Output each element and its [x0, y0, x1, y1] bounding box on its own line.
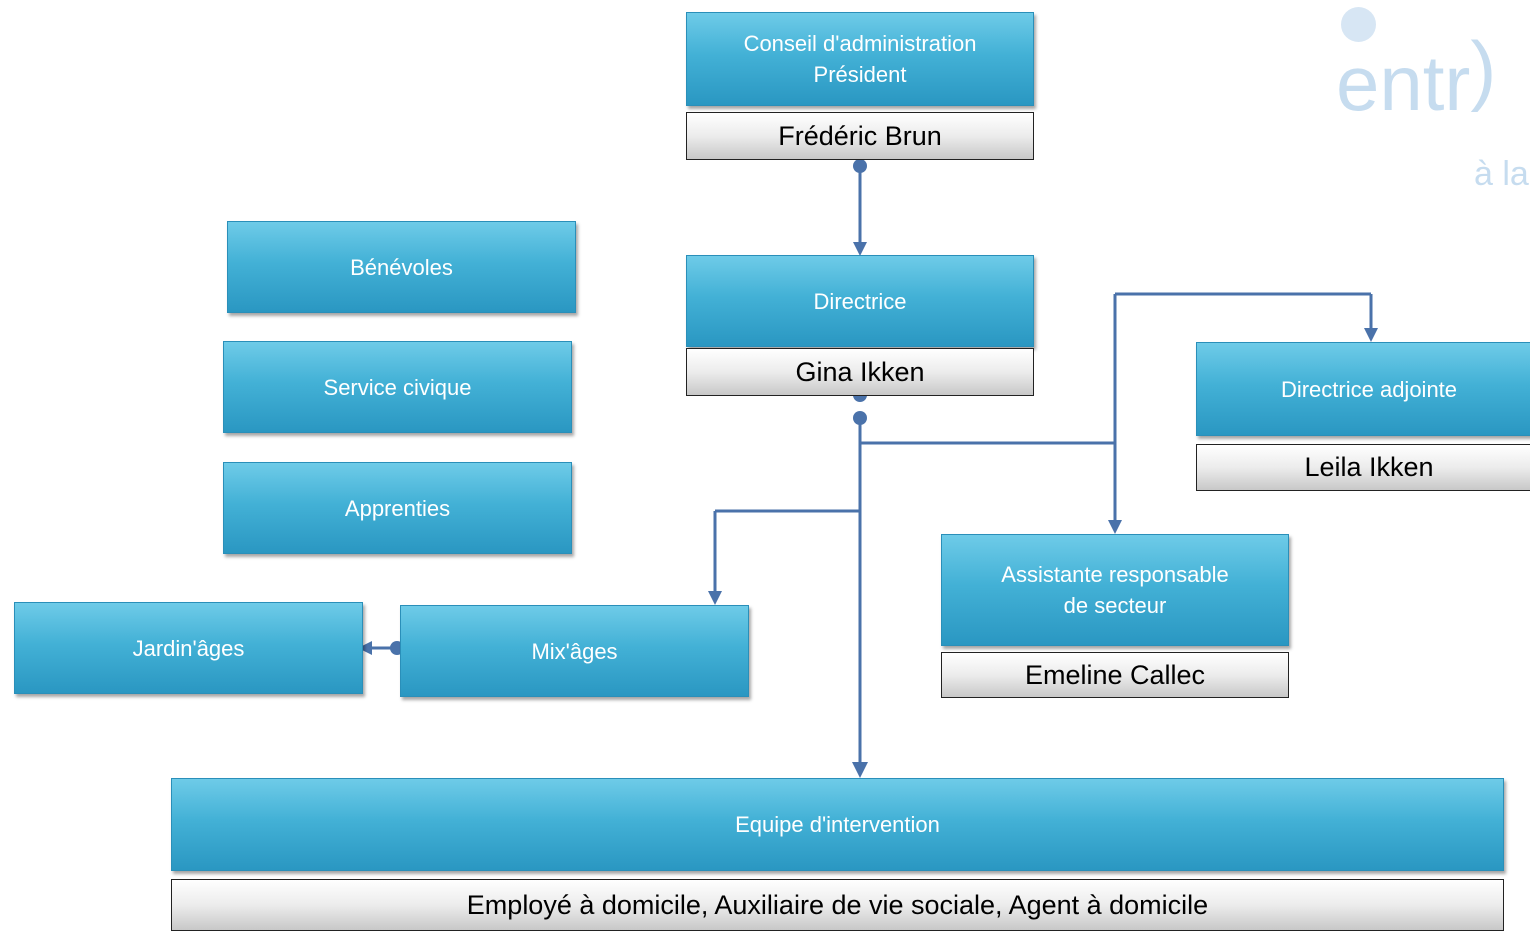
benevoles-title: Bénévoles — [350, 254, 453, 280]
name-assistante: Emeline Callec — [941, 652, 1289, 698]
arrow-to-mixages — [708, 591, 722, 605]
node-directrice-adjointe: Directrice adjointe — [1196, 342, 1530, 436]
logo-wordmark: entr) — [1336, 25, 1496, 128]
service-civique-title: Service civique — [323, 374, 472, 400]
logo-paren: ) — [1470, 25, 1497, 113]
logo-word: entr — [1336, 39, 1471, 127]
name-directrice: Gina Ikken — [686, 348, 1034, 396]
node-mixages: Mix'âges — [400, 605, 749, 697]
mixages-title: Mix'âges — [531, 638, 618, 664]
arrow-to-jardinages — [358, 641, 372, 655]
node-service-civique: Service civique — [223, 341, 572, 433]
node-equipe-intervention: Equipe d'intervention — [171, 778, 1504, 871]
name-equipe: Employé à domicile, Auxiliaire de vie so… — [171, 879, 1504, 931]
node-assistante-responsable: Assistante responsable de secteur — [941, 534, 1289, 646]
adjointe-title: Directrice adjointe — [1280, 376, 1458, 402]
name-conseil: Frédéric Brun — [686, 112, 1034, 160]
dot-conseil — [853, 159, 867, 173]
node-benevoles: Bénévoles — [227, 221, 576, 313]
directrice-title: Directrice — [813, 288, 907, 314]
node-apprenties: Apprenties — [223, 462, 572, 554]
apprenties-title: Apprenties — [344, 495, 451, 521]
arrow-to-assistante — [1108, 520, 1122, 534]
arrow-to-directrice — [853, 242, 867, 256]
dot-directrice-2 — [853, 411, 867, 425]
assistante-title-2: de secteur — [1063, 593, 1167, 618]
equipe-title: Equipe d'intervention — [735, 812, 940, 837]
conseil-title: Conseil d'administration — [743, 31, 977, 56]
node-conseil-administration: Conseil d'administration Président — [686, 12, 1034, 106]
conseil-subtitle: Président — [813, 62, 907, 87]
node-directrice: Directrice — [686, 255, 1034, 347]
logo-dot — [1341, 7, 1376, 42]
arrow-to-equipe — [852, 762, 868, 778]
jardinages-title: Jardin'âges — [132, 635, 245, 661]
node-jardinages: Jardin'âges — [14, 602, 363, 694]
assistante-title-1: Assistante responsable — [1001, 562, 1229, 587]
logo-subline: à la — [1474, 155, 1529, 193]
name-adjointe: Leila Ikken — [1196, 444, 1530, 491]
arrow-to-adjointe — [1364, 328, 1378, 342]
